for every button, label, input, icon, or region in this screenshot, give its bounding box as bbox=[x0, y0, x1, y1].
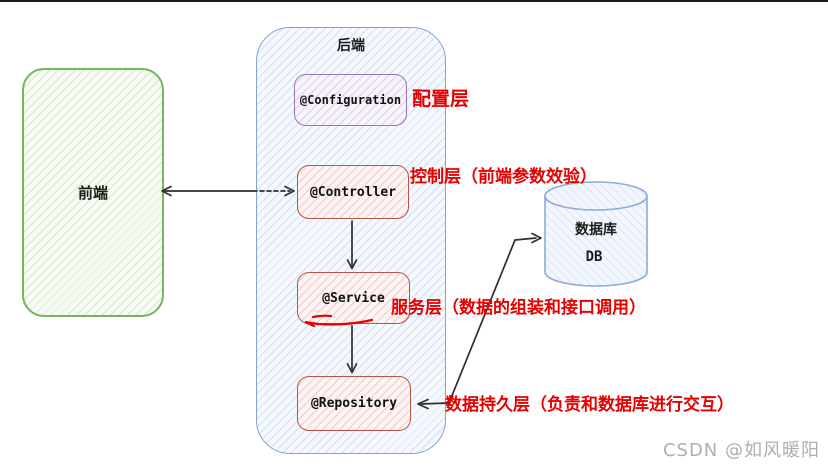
csdn-watermark: CSDN @如风暖阳 bbox=[662, 440, 820, 461]
database-label: 数据库 bbox=[575, 222, 617, 238]
frontend-label: 前端 bbox=[77, 184, 108, 202]
backend-label: 后端 bbox=[337, 38, 365, 54]
annotation-configuration: 配置层 bbox=[412, 88, 470, 110]
configuration-node-label: @Configuration bbox=[299, 93, 402, 107]
arrowhead-to-database bbox=[531, 232, 542, 244]
top-border-line bbox=[0, 0, 828, 2]
annotation-controller: 控制层（前端参数效验） bbox=[410, 167, 597, 187]
database-sublabel: DB bbox=[585, 249, 603, 265]
annotation-repository: 数据持久层（负责和数据库进行交互） bbox=[445, 395, 734, 415]
annotation-service: 服务层（数据的组装和接口调用） bbox=[391, 298, 646, 318]
controller-node-label: @Controller bbox=[309, 184, 397, 200]
frontend-node: 前端 bbox=[22, 68, 164, 317]
configuration-node: @Configuration bbox=[294, 74, 407, 126]
repository-node-label: @Repository bbox=[310, 396, 398, 411]
controller-node: @Controller bbox=[297, 165, 409, 219]
repository-node: @Repository bbox=[297, 376, 411, 431]
service-node-label: @Service bbox=[322, 290, 385, 306]
